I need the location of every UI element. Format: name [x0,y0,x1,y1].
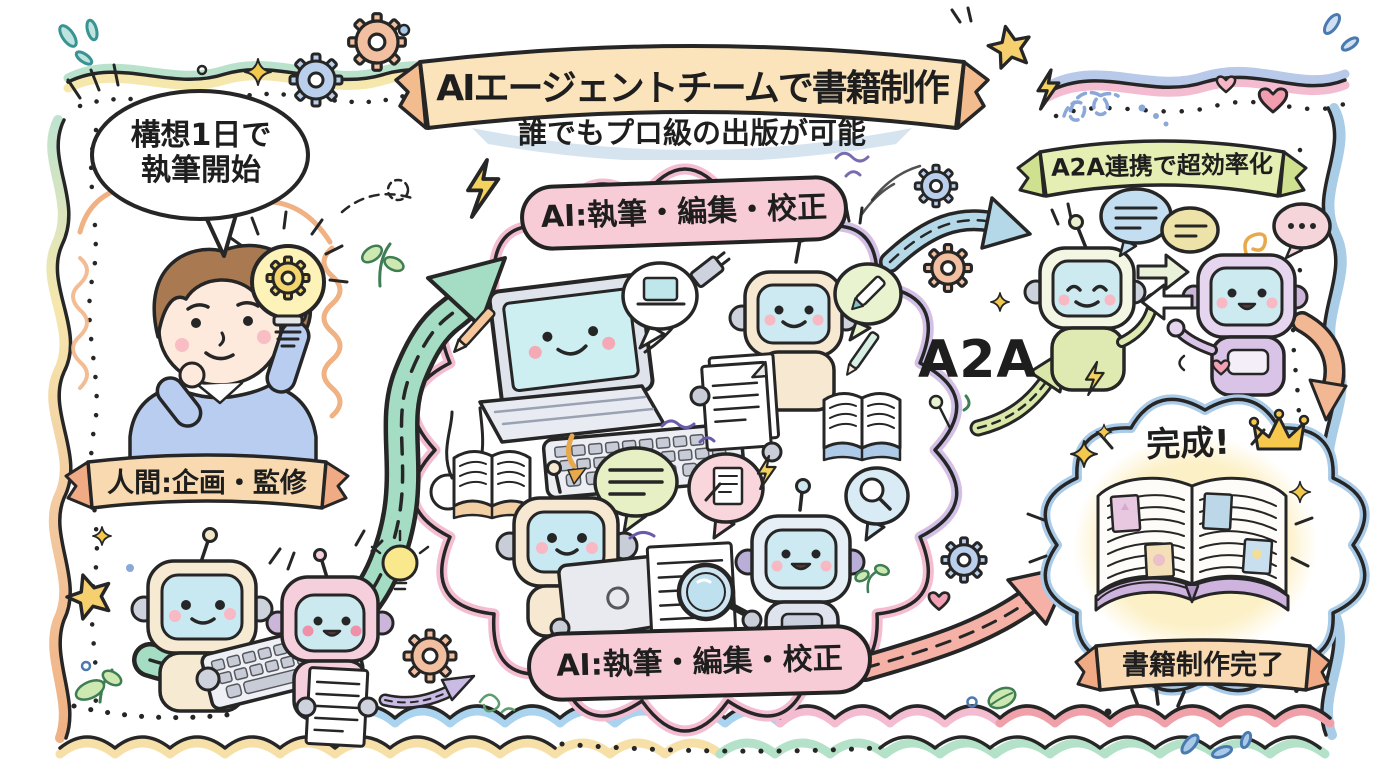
page-title: AIエージェントチームで書籍制作 [436,68,949,109]
robot-writer [689,204,864,463]
idea-bubble-text: 構想1日で 執筆開始 [105,118,297,189]
purple-dashed-arrow [378,674,476,709]
magnifier-icon [676,562,758,622]
heart-icon [1215,75,1237,94]
done-label: 完成! [1145,422,1231,466]
purple-squiggle [834,151,870,178]
human-ribbon-shape [64,453,350,510]
a2a-ribbon-shape [1016,139,1308,198]
lightning-icon [756,454,777,491]
droplets-icon [1180,730,1253,759]
a2a-ribbon: A2A連携で超効率化 [1012,126,1312,210]
robot-document-holder [265,529,430,748]
speech-bubble-laptop [621,261,699,350]
ai-pill-top-label: AI:執筆・編集・校正 [540,190,828,236]
sprout-doodle [854,563,891,594]
sparkle-icon [1070,440,1098,468]
ai-pill-top: AI:執筆・編集・校正 [518,174,850,252]
exchange-arrows-icon [1136,253,1194,321]
human-ribbon: 人間:企画・監修 [62,446,352,526]
sparkle-icon [1095,423,1113,441]
a2a-big-label: A2A [918,330,1038,390]
gear-icon [288,52,344,108]
star-icon [65,573,111,621]
idea-bubble-shape [66,63,310,258]
mini-arrow-orange [566,433,587,485]
dashed-doodle [340,178,414,214]
c-curve-doodle [1178,354,1186,372]
droplets-icon [1322,13,1360,52]
tick-marks [1104,686,1186,716]
teal-droplets-icon [58,18,99,66]
book-ribbon: 書籍制作完了 [1072,632,1334,708]
curly-doodle [1062,90,1169,127]
usb-plug [689,251,731,289]
green-curl-doodle [478,693,516,714]
papers [700,352,781,452]
sparkle-icon [1288,480,1312,504]
speech-bubble-magnifier [844,466,910,542]
tick-marks [950,6,973,24]
pencil-icon [453,306,496,354]
pencil-icon [846,331,880,376]
orange-down-arrow [1291,311,1348,422]
cloud-doodles [628,419,716,540]
book-icon [822,392,902,462]
human-character [128,243,318,472]
leaf-sprout-icon [74,668,123,704]
blue-arrow [860,164,1032,273]
dotted-trail [71,703,238,721]
speech-bubble-document [687,452,765,540]
idea-bubble-line2: 執筆開始 [141,153,261,189]
speech-bubble-dots [1272,202,1332,260]
speech-bubble-pencil [833,262,903,342]
lightning-icon [466,158,501,219]
speech-bubble-text [593,446,679,534]
dot [126,564,134,572]
heart-icon [1211,359,1231,376]
idea-bubble-line1: 構想1日で [130,118,272,153]
title-banner: AIエージェントチームで書籍制作 [392,28,992,162]
heart-icon [1257,87,1289,114]
gear-icon [347,12,407,72]
leaf-sprig-icon [360,242,405,288]
robot-keyboard-holder [130,527,365,713]
robot-a2a-green [1023,202,1164,392]
book-ribbon-shape [1074,638,1332,692]
finished-book [1094,476,1290,612]
emphasis-marks [1026,428,1314,568]
gear-icon [913,163,959,209]
pin-doodle [928,394,971,430]
ai-pill-bottom: AI:執筆・編集・校正 [526,623,873,703]
sparkle-icon [990,292,1010,312]
lightning-icon [1084,360,1105,397]
dot [80,660,92,672]
speech-bubble-yellow [1160,206,1220,254]
lightbulb-icon [226,210,349,348]
lightning-icon [1036,68,1061,111]
sparkle-icon [244,58,272,86]
leaf-icon [966,686,1017,710]
speech-bubble-blue [1099,187,1174,258]
gear-icon [402,628,458,684]
heart-icon [927,591,951,611]
star-icon [986,24,1031,70]
dot [196,64,208,76]
human-ribbon-label: 人間:企画・監修 [107,468,307,499]
sparkle-icon [92,526,112,546]
a2a-ribbon-label: A2A連携で超効率化 [1050,150,1274,182]
ai-pill-bottom-label: AI:執筆・編集・校正 [555,641,844,685]
dot [397,23,411,37]
robot-a2a-purple [1166,232,1309,397]
gear-icon [940,536,988,584]
page-subtitle: 誰でもプロ級の出版が可能 [517,116,866,150]
crown-icon [1248,408,1310,451]
title-ribbon [394,44,990,162]
gear-icon [923,243,973,293]
book-ribbon-label: 書籍制作完了 [1122,650,1284,681]
